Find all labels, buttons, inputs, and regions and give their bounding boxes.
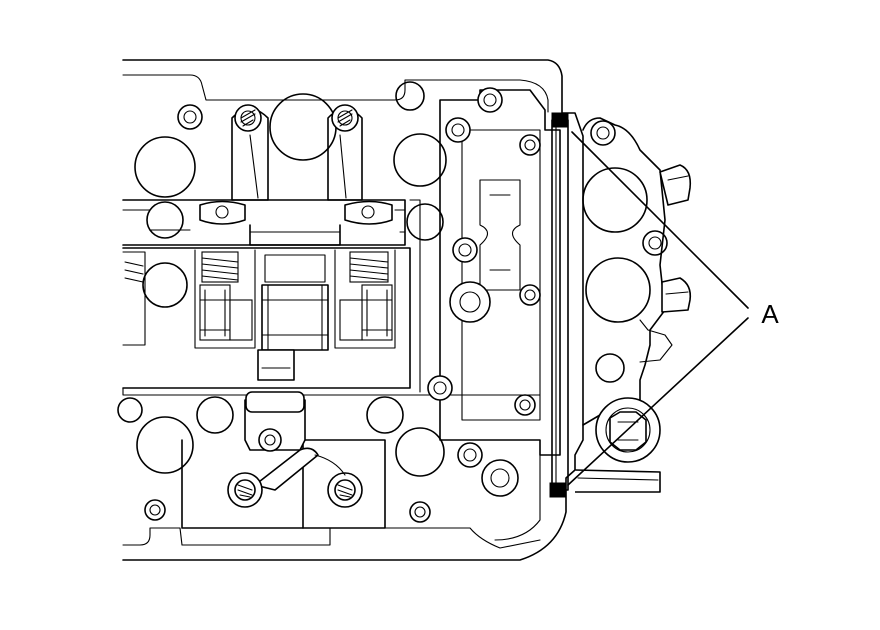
gasket-markers (549, 112, 569, 498)
rib-divider (122, 199, 541, 396)
valve-cavity (122, 247, 411, 389)
callout-leaders (567, 131, 749, 486)
valve-body-plate (427, 87, 561, 541)
upper-rocker-arms (231, 104, 363, 201)
rocker-shaft-band (122, 199, 406, 246)
lower-bosses (117, 396, 445, 523)
leader-line-lower (567, 317, 749, 486)
upper-bosses (134, 81, 447, 308)
callout-label-a: A (761, 299, 779, 329)
lower-rocker-arm (181, 391, 386, 529)
housing-outline (122, 59, 584, 561)
right-cover (582, 117, 692, 426)
leader-line-upper (571, 131, 749, 309)
lower-gasket-marker (549, 482, 567, 498)
upper-gasket-marker (551, 112, 569, 128)
